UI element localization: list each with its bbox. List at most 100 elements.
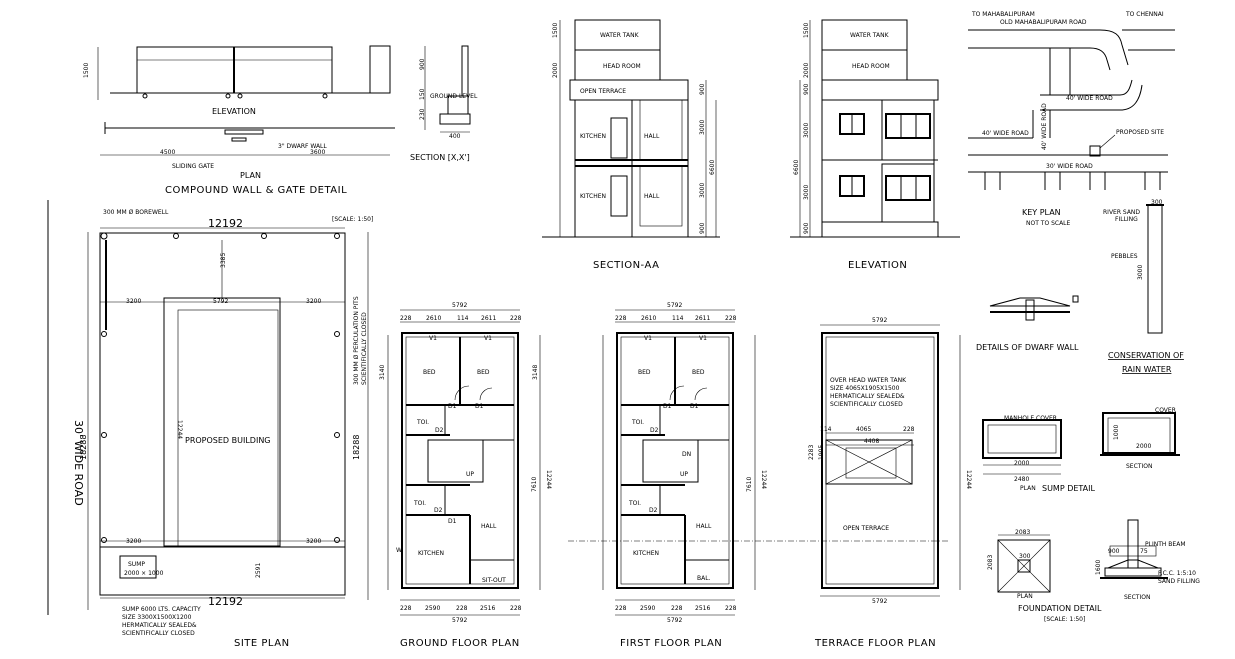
rain-water-conservation: 300 RIVER SAND FILLING PEBBLES 3000 CONS…: [1103, 199, 1184, 374]
sec-kitchen-1: KITCHEN: [580, 133, 606, 140]
sump-note-3: HERMATICALLY SEALED&: [122, 622, 197, 629]
gf-w: W: [396, 547, 402, 554]
ff-d1a: D1: [663, 403, 672, 410]
proposed-site: PROPOSED SITE: [1116, 129, 1164, 136]
tf-d4065: 4065: [856, 426, 871, 433]
first-floor-plan: 5792 228 2610 114 2611 228 BED BED TOI. …: [602, 302, 767, 649]
sump-d1000: 1000: [1113, 425, 1120, 440]
ff-b3: 228: [671, 605, 683, 612]
river-sand: RIVER SAND: [1103, 209, 1140, 216]
fd-d75: 75: [1140, 548, 1148, 555]
site-d3385: 3385: [220, 253, 227, 268]
tank-note-2: SIZE 4065X1905X1500: [830, 385, 900, 392]
gf-t2: 2610: [426, 315, 441, 322]
site-d3200c: 3200: [126, 538, 141, 545]
site-d12244: 12244: [176, 420, 183, 439]
gf-b1: 228: [400, 605, 412, 612]
rain-d3000: 3000: [1137, 265, 1144, 280]
foundation-detail: 2083 2083 300 PLAN PLINTH BEAM 900 75 16…: [987, 519, 1200, 623]
gf-t1: 228: [400, 315, 412, 322]
borewell-label: 300 MM Ø BOREWELL: [103, 209, 169, 216]
sec-hall-2: HALL: [644, 193, 660, 200]
elev-d6: 6600: [793, 160, 800, 175]
sec-d5: 3000: [699, 183, 706, 198]
gf-toi1: TOI.: [416, 419, 429, 426]
section-xx-label: SECTION [X,X']: [410, 153, 470, 162]
ff-bal: BAL.: [697, 575, 711, 582]
elev-head-room: HEAD ROOM: [852, 63, 890, 70]
gf-d1b: D1: [475, 403, 484, 410]
rain-title-1: CONSERVATION OF: [1108, 351, 1184, 360]
elev-d4: 3000: [803, 123, 810, 138]
elevation-title: ELEVATION: [848, 260, 907, 271]
gf-bot: 5792: [452, 617, 467, 624]
gf-b4: 2516: [480, 605, 495, 612]
fd-plan: PLAN: [1017, 593, 1033, 600]
tf-h12244: 12244: [965, 470, 972, 489]
compound-title: COMPOUND WALL & GATE DETAIL: [165, 185, 347, 196]
gf-b2: 2590: [425, 605, 440, 612]
tf-title: TERRACE FLOOR PLAN: [814, 638, 936, 649]
sec-d3: 900: [699, 83, 706, 95]
sec-d6: 6600: [709, 160, 716, 175]
gf-b3: 228: [456, 605, 468, 612]
dim-1500: 1500: [83, 63, 90, 78]
gf-v1a: V1: [429, 335, 437, 342]
road-40-a: 40' WIDE ROAD: [1066, 95, 1113, 102]
road-40-c: 40' WIDE ROAD: [1041, 103, 1048, 150]
ff-d2b: D2: [649, 507, 658, 514]
gf-d2a: D2: [435, 427, 444, 434]
fd-section: SECTION: [1124, 594, 1150, 601]
dim-4500: 4500: [160, 149, 175, 156]
ff-bot: 5792: [667, 617, 682, 624]
ff-t3: 114: [672, 315, 684, 322]
ff-toi2: TOI.: [628, 500, 641, 507]
ff-b5: 228: [725, 605, 737, 612]
key-plan: TO MAHABALIPURAM TO CHENNAI OLD MAHABALI…: [968, 11, 1175, 227]
tank-note-4: SCIENTIFICALLY CLOSED: [830, 401, 903, 408]
rain-title-2: RAIN WATER: [1122, 365, 1172, 374]
key-plan-title: KEY PLAN: [1022, 208, 1061, 217]
sec-dim-230: 230: [419, 108, 426, 120]
foundation-scale: [SCALE: 1:50]: [1044, 616, 1085, 623]
gf-d2b: D2: [434, 507, 443, 514]
gf-b5: 228: [510, 605, 522, 612]
ground-level-label: GROUND LEVEL: [430, 93, 478, 100]
gf-top: 5792: [452, 302, 467, 309]
sump-plan: PLAN: [1020, 485, 1036, 492]
gf-h3140: 3140: [379, 365, 386, 380]
gf-kitchen: KITCHEN: [418, 550, 444, 557]
compound-wall-gate-detail: 1500 ELEVATION 3" DWARF WALL 4500 3600 S…: [83, 45, 478, 196]
site-d3200d: 3200: [306, 538, 321, 545]
sec-d7: 900: [699, 222, 706, 234]
pebbles: PEBBLES: [1111, 253, 1138, 260]
elev-water-tank: WATER TANK: [850, 32, 890, 39]
ff-h7610: 7610: [746, 477, 753, 492]
site-d3200a: 3200: [126, 298, 141, 305]
tank-note-1: OVER HEAD WATER TANK: [830, 377, 907, 384]
gf-d1c: D1: [448, 518, 457, 525]
sec-hall-1: HALL: [644, 133, 660, 140]
sump-p-d2000: 2000: [1014, 460, 1029, 467]
front-elevation: WATER TANK HEAD ROOM 1500 2000 900 3000 …: [790, 19, 960, 271]
open-terrace: OPEN TERRACE: [843, 525, 889, 532]
dim-3600: 3600: [310, 149, 325, 156]
fd-plinth: PLINTH BEAM: [1145, 541, 1186, 548]
road-label: 30' WIDE ROAD: [72, 420, 85, 506]
gf-v1b: V1: [484, 335, 492, 342]
site-w-top: 12192: [208, 217, 243, 230]
ff-title: FIRST FLOOR PLAN: [620, 638, 722, 649]
manhole-cover: MANHOLE COVER: [1004, 415, 1057, 422]
ff-up: UP: [680, 471, 688, 478]
dwarf-wall-title: DETAILS OF DWARF WALL: [976, 343, 1079, 352]
tf-bot: 5792: [872, 598, 887, 605]
rain-d300: 300: [1151, 199, 1163, 206]
ff-kitchen: KITCHEN: [633, 550, 659, 557]
site-d2591: 2591: [255, 563, 262, 578]
ff-dn: DN: [682, 451, 691, 458]
gf-t4: 2611: [481, 315, 496, 322]
sec-d1: 1500: [552, 23, 559, 38]
sump-note-1: SUMP 6000 LTS. CAPACITY: [122, 606, 201, 613]
key-plan-sub: NOT TO SCALE: [1026, 220, 1071, 227]
